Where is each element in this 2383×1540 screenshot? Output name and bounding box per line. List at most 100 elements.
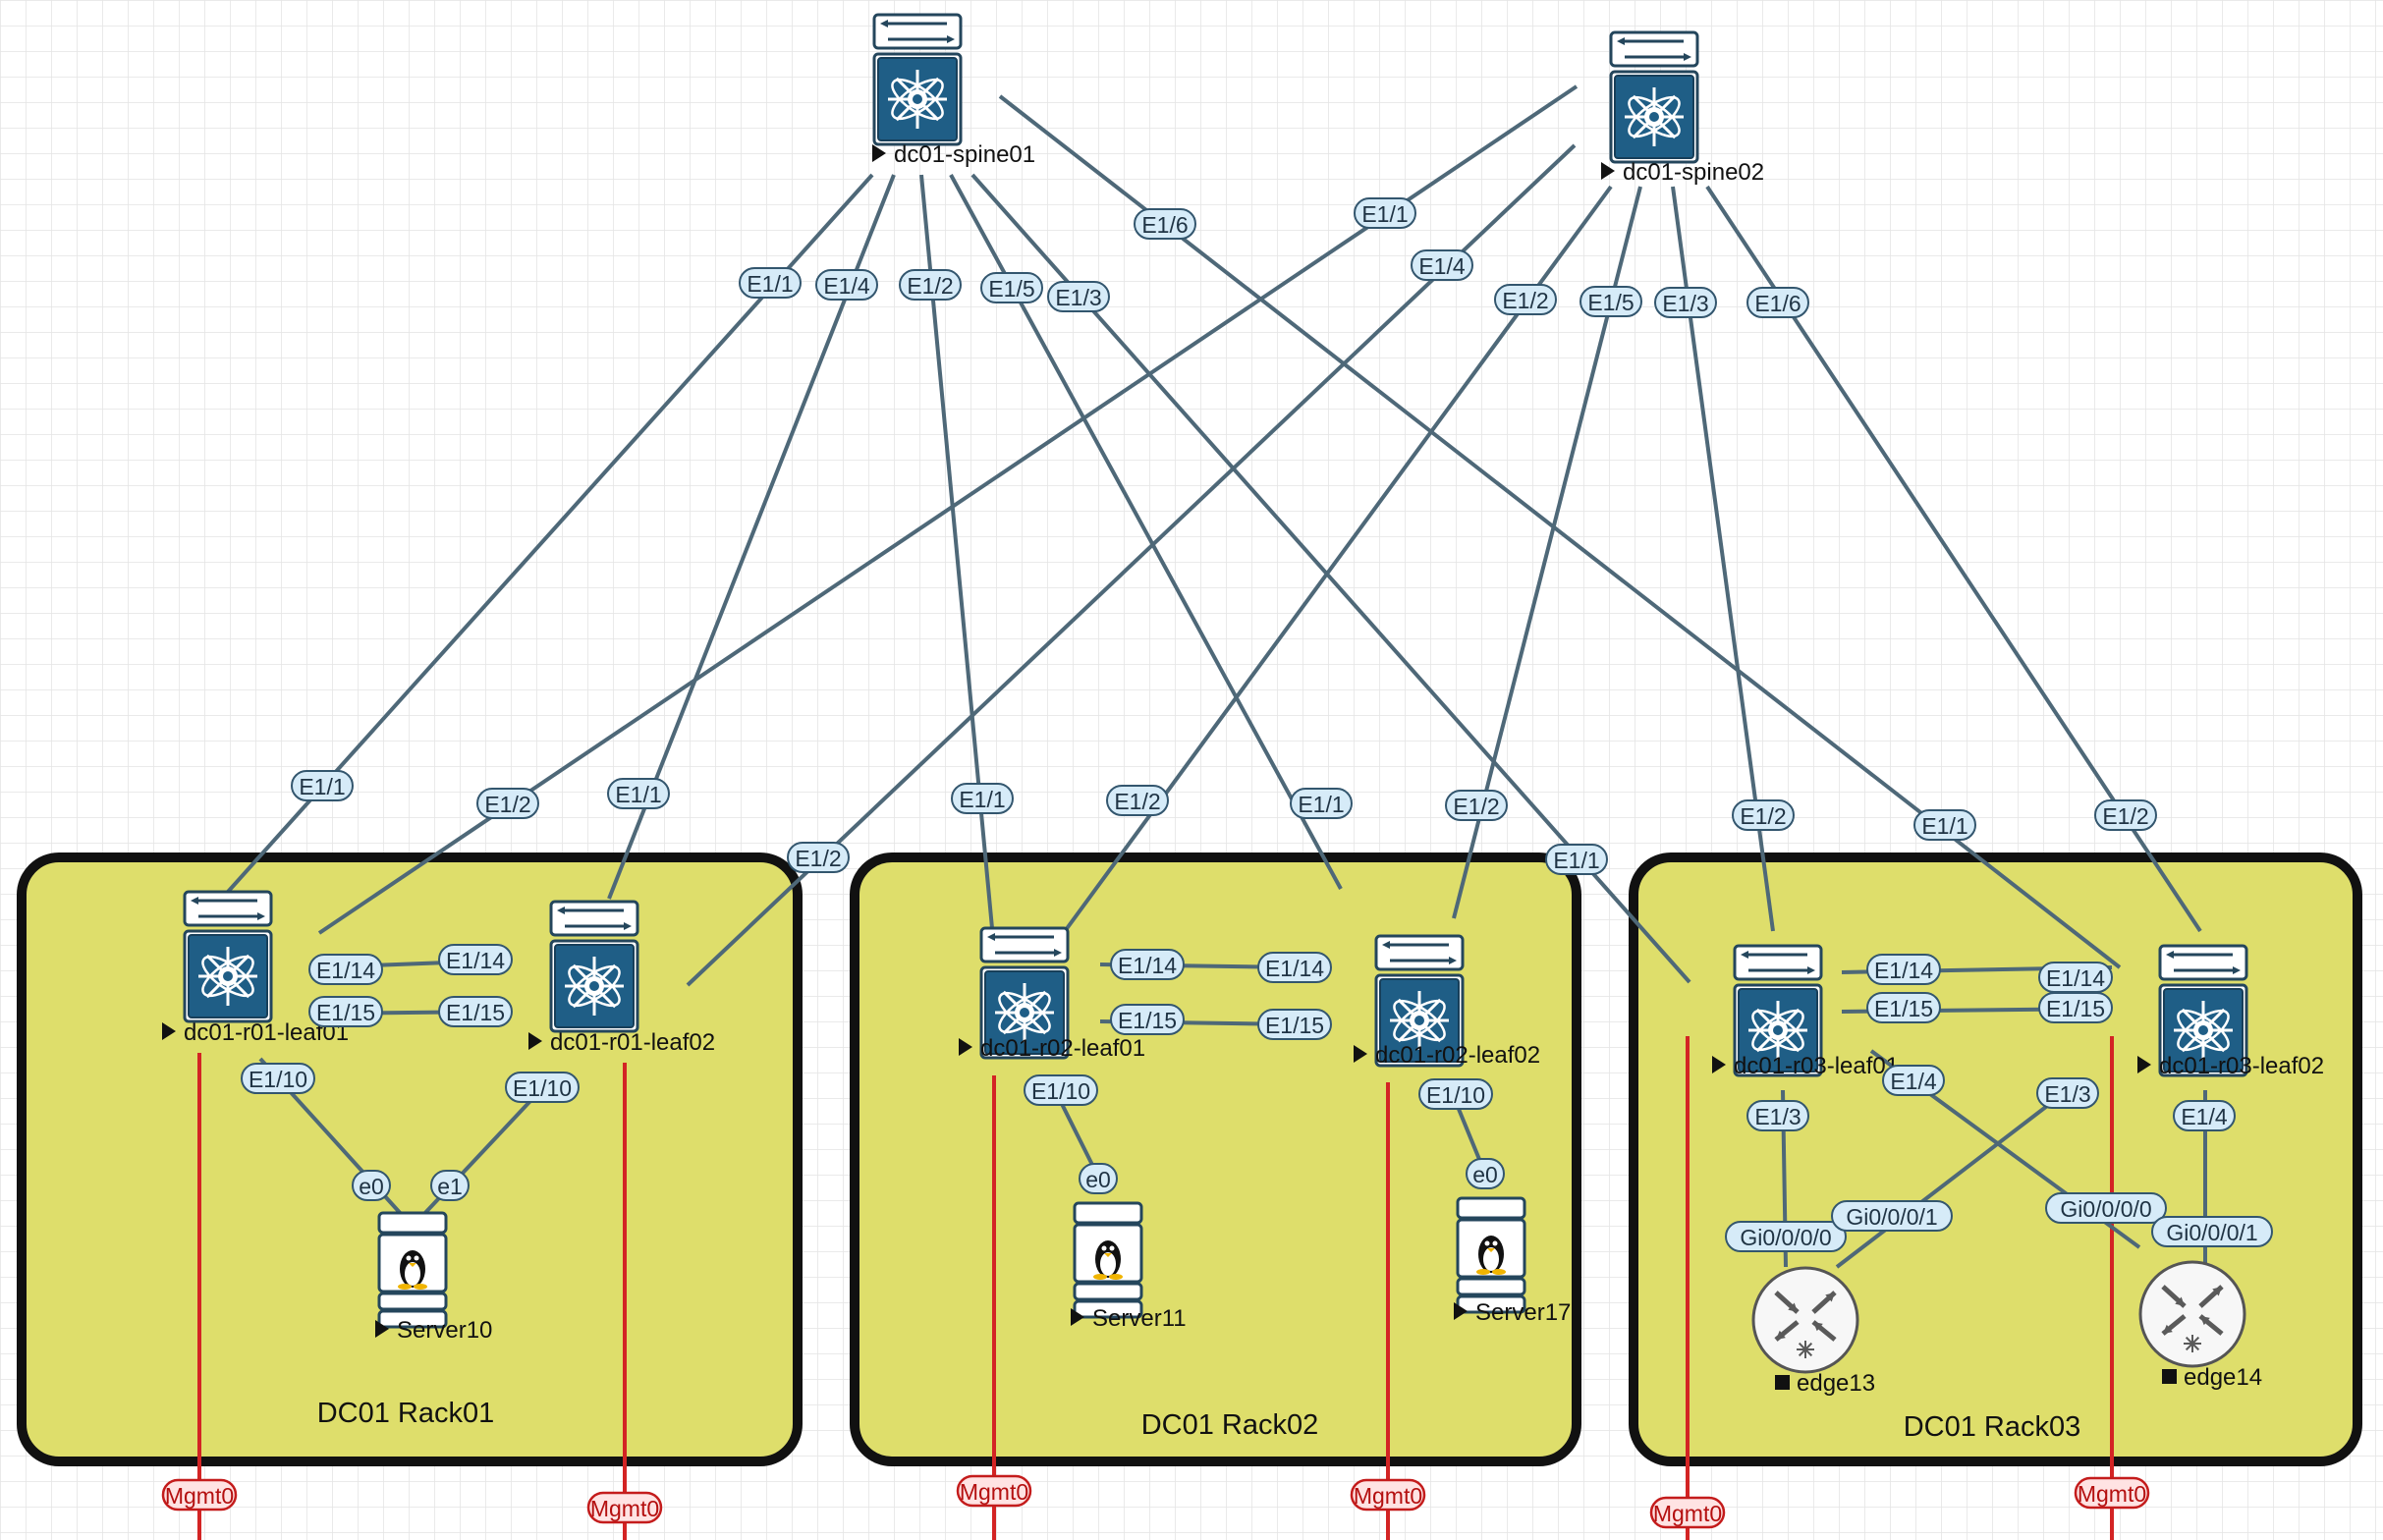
interface-label[interactable]: E1/15 <box>1110 1004 1185 1035</box>
node-edge13[interactable]: edge13 <box>1751 1266 1875 1397</box>
interface-label[interactable]: E1/3 <box>1746 1100 1809 1131</box>
interface-label[interactable]: E1/3 <box>1047 281 1110 312</box>
mgmt-label[interactable]: Mgmt0 <box>956 1474 1032 1508</box>
mgmt-label[interactable]: Mgmt0 <box>161 1478 238 1512</box>
interface-label[interactable]: E1/14 <box>1257 952 1332 983</box>
interface-label[interactable]: E1/15 <box>438 996 513 1027</box>
node-spine02[interactable]: dc01-spine02 <box>1601 30 1764 186</box>
interface-label-text: E1/15 <box>1118 1008 1177 1033</box>
interface-label[interactable]: E1/2 <box>787 842 850 873</box>
interface-label[interactable]: E1/4 <box>1882 1065 1945 1096</box>
interface-label[interactable]: E1/1 <box>1354 197 1416 229</box>
interface-label[interactable]: E1/14 <box>438 944 513 975</box>
mgmt-label[interactable]: Mgmt0 <box>1649 1496 1726 1529</box>
interface-label[interactable]: E1/14 <box>1866 954 1941 985</box>
interface-label-text: E1/3 <box>1055 285 1101 310</box>
interface-label[interactable]: E1/6 <box>1134 208 1196 240</box>
interface-label[interactable]: Gi0/0/0/1 <box>2151 1216 2273 1247</box>
play-icon <box>1454 1302 1468 1320</box>
interface-label[interactable]: E1/5 <box>980 272 1043 303</box>
interface-label-text: Mgmt0 <box>590 1496 659 1521</box>
interface-label[interactable]: E1/5 <box>1579 286 1642 317</box>
interface-label[interactable]: E1/3 <box>2036 1077 2099 1109</box>
play-icon <box>528 1032 542 1050</box>
interface-label[interactable]: E1/2 <box>1732 799 1795 831</box>
rack-1[interactable]: DC01 Rack01 <box>17 852 803 1466</box>
node-edge14[interactable]: edge14 <box>2138 1260 2262 1391</box>
interface-label-text: E1/3 <box>1754 1104 1801 1129</box>
interface-label[interactable]: E1/2 <box>899 269 962 301</box>
link-r03l02-edge13[interactable] <box>1835 1088 2070 1269</box>
interface-label[interactable]: E1/1 <box>1545 844 1608 875</box>
node-r03l02[interactable]: dc01-r03-leaf02 <box>2137 944 2324 1079</box>
interface-label-text: E1/15 <box>1874 996 1933 1021</box>
rack-box[interactable] <box>17 852 803 1466</box>
interface-label[interactable]: E1/15 <box>1866 992 1941 1023</box>
interface-label[interactable]: E1/15 <box>2038 992 2113 1023</box>
interface-label-text: E1/1 <box>747 271 793 297</box>
interface-label[interactable]: e1 <box>430 1170 470 1201</box>
mgmt-label[interactable]: Mgmt0 <box>586 1491 663 1524</box>
interface-label-text: Gi0/0/0/1 <box>1846 1204 1937 1230</box>
interface-label[interactable]: E1/1 <box>951 783 1014 814</box>
interface-label[interactable]: Gi0/0/0/1 <box>1831 1200 1953 1232</box>
interface-label[interactable]: E1/10 <box>1418 1078 1493 1110</box>
interface-label[interactable]: E1/2 <box>1494 284 1557 315</box>
interface-label-text: E1/2 <box>1502 288 1548 313</box>
interface-label[interactable]: E1/10 <box>241 1063 315 1094</box>
interface-label[interactable]: E1/14 <box>1110 949 1185 980</box>
interface-label-text: E1/6 <box>1754 291 1801 316</box>
node-srv17[interactable]: Server17 <box>1454 1196 1571 1326</box>
interface-label[interactable]: E1/2 <box>476 788 539 819</box>
interface-label[interactable]: E1/10 <box>1024 1074 1098 1106</box>
interface-label[interactable]: e0 <box>1079 1163 1118 1194</box>
interface-label-text: E1/15 <box>1265 1013 1324 1038</box>
node-r01l02[interactable]: dc01-r01-leaf02 <box>528 900 715 1056</box>
node-label: Server17 <box>1475 1299 1571 1326</box>
interface-label-text: E1/1 <box>1921 813 1967 839</box>
rack-box[interactable] <box>850 852 1581 1466</box>
interface-label[interactable]: E1/1 <box>607 778 670 809</box>
node-r02l01[interactable]: dc01-r02-leaf01 <box>959 926 1145 1062</box>
play-icon <box>375 1320 389 1338</box>
interface-label[interactable]: E1/2 <box>1445 790 1508 821</box>
interface-label-text: Mgmt0 <box>165 1483 234 1509</box>
interface-label[interactable]: Gi0/0/0/0 <box>1725 1221 1847 1252</box>
interface-label[interactable]: e0 <box>1466 1158 1505 1189</box>
interface-label[interactable]: Gi0/0/0/0 <box>2045 1192 2167 1224</box>
interface-label[interactable]: E1/15 <box>308 996 383 1027</box>
interface-label[interactable]: E1/4 <box>1411 249 1473 281</box>
mgmt-label[interactable]: Mgmt0 <box>2074 1476 2150 1510</box>
interface-label[interactable]: E1/14 <box>2038 962 2113 993</box>
interface-label-text: E1/5 <box>1587 290 1634 315</box>
play-icon <box>1601 162 1615 180</box>
link-r02l01-srv11[interactable] <box>1054 1091 1100 1178</box>
interface-label[interactable]: E1/1 <box>739 267 802 299</box>
rack-2[interactable]: DC01 Rack02 <box>850 852 1581 1466</box>
node-r03l01[interactable]: dc01-r03-leaf01 <box>1712 944 1899 1079</box>
interface-label[interactable]: E1/1 <box>291 770 354 801</box>
interface-label[interactable]: E1/4 <box>2173 1100 2236 1131</box>
interface-label[interactable]: e0 <box>352 1170 391 1201</box>
interface-label-text: E1/1 <box>1361 201 1408 227</box>
interface-label[interactable]: E1/14 <box>308 954 383 985</box>
interface-label[interactable]: E1/1 <box>1290 788 1353 819</box>
interface-label[interactable]: E1/6 <box>1746 287 1809 318</box>
play-icon <box>2137 1056 2151 1073</box>
node-srv11[interactable]: Server11 <box>1071 1201 1187 1332</box>
nexus-switch-icon <box>1733 944 1823 1077</box>
play-icon <box>1354 1045 1367 1063</box>
interface-label[interactable]: E1/2 <box>1106 785 1169 816</box>
interface-label[interactable]: E1/4 <box>815 269 878 301</box>
node-r02l02[interactable]: dc01-r02-leaf02 <box>1354 934 1540 1069</box>
interface-label[interactable]: E1/10 <box>505 1072 580 1103</box>
interface-label[interactable]: E1/2 <box>2094 799 2157 831</box>
interface-label[interactable]: E1/3 <box>1654 287 1717 318</box>
mgmt-label[interactable]: Mgmt0 <box>1350 1478 1426 1512</box>
interface-label[interactable]: E1/1 <box>1913 809 1976 841</box>
interface-label[interactable]: E1/15 <box>1257 1009 1332 1040</box>
interface-label-text: E1/10 <box>1031 1078 1090 1104</box>
node-spine01[interactable]: dc01-spine01 <box>872 13 1035 168</box>
node-srv10[interactable]: Server10 <box>375 1211 492 1344</box>
